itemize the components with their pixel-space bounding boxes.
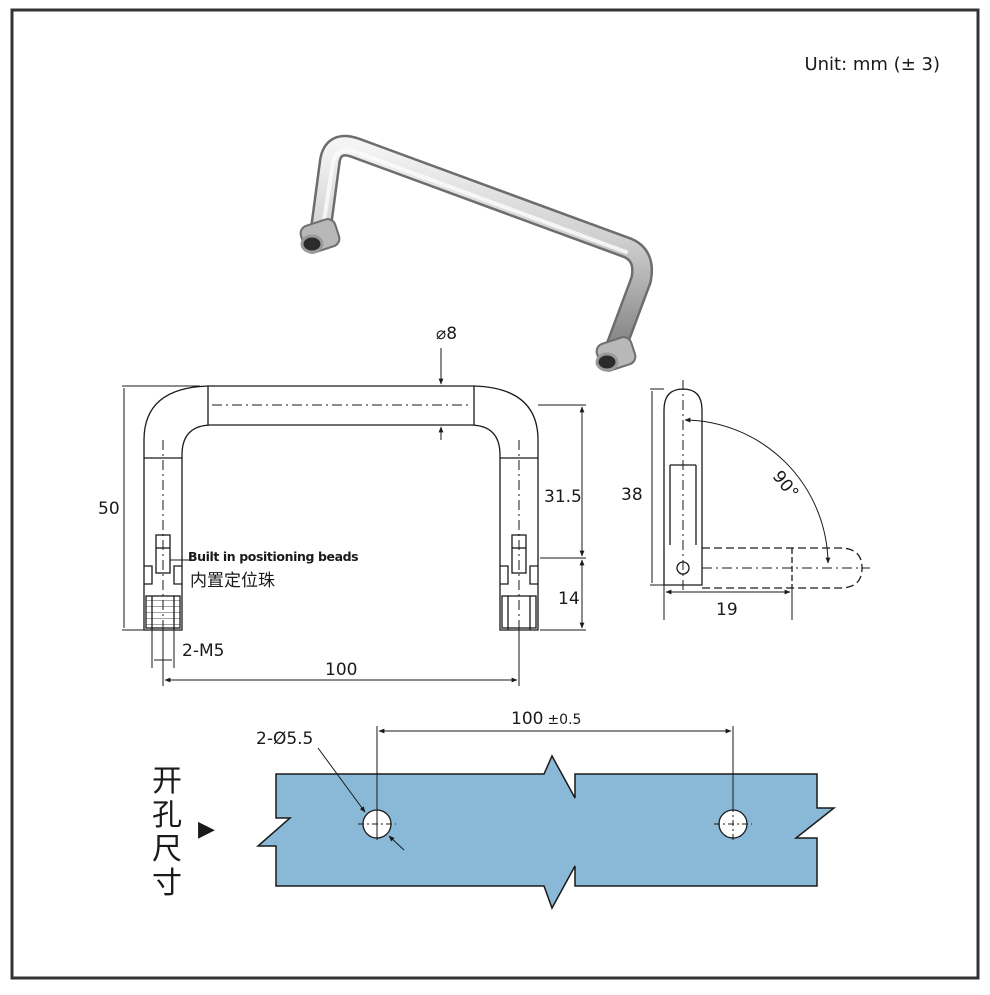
note-beads-en: Built in positioning beads [188,549,358,564]
dim-fold-width: 19 [716,600,738,620]
dim-insert-height: 14 [558,589,580,609]
dim-side-height: 38 [621,485,643,505]
dim-center-distance: 100 [325,660,357,680]
cutout-panel [256,754,837,910]
unit-label: Unit: mm (± 3) [804,54,940,75]
cutout-label-char-2: 孔 [152,798,182,833]
cutout-dimensions [317,726,734,851]
cutout-label-char-4: 寸 [152,866,182,901]
handle-foot-left [299,218,341,254]
handle-foot-right [595,336,637,372]
cutout-label-char-1: 开 [152,764,182,799]
mount-hole-right [714,806,752,842]
dim-hole-spacing: 100±0.5 [511,709,581,729]
handle-render [299,134,654,372]
panel-shape [256,754,837,910]
cutout-label-char-3: 尺 [152,832,182,867]
dim-height-total: 50 [98,499,120,519]
dim-thread: 2-M5 [182,641,224,661]
outer-frame [10,8,980,980]
front-dimensions [122,348,586,686]
cutout-arrow-icon: ▶ [198,817,215,842]
dim-fold-angle: 90° [768,467,802,503]
side-dimensions [650,388,831,620]
side-view [663,380,870,590]
note-beads-cn: 内置定位珠 [190,571,275,591]
dim-bar-diameter: ⌀8 [436,324,457,344]
dim-height-inner: 31.5 [544,487,582,507]
front-view [143,385,539,631]
cutout-label: 开 孔 尺 寸 ▶ [152,764,215,901]
dim-hole-spec: 2-Ø5.5 [256,729,313,749]
